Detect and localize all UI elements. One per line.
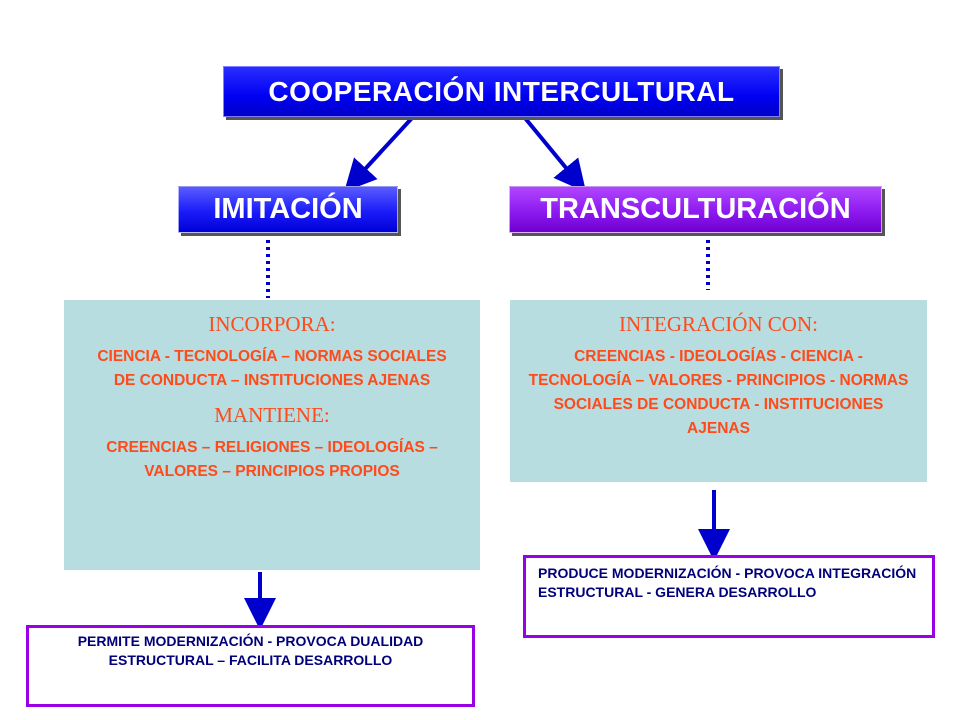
transculturacion-result-box: PRODUCE MODERNIZACIÓN - PROVOCA INTEGRAC… — [523, 555, 935, 638]
transculturacion-result-text: PRODUCE MODERNIZACIÓN - PROVOCA INTEGRAC… — [538, 565, 917, 600]
integracion-heading: INTEGRACIÓN CON: — [619, 312, 818, 336]
imitacion-result-text: PERMITE MODERNIZACIÓN - PROVOCA DUALIDAD… — [77, 633, 424, 668]
transculturacion-label: TRANSCULTURACIÓN — [540, 193, 851, 225]
imitacion-result-box: PERMITE MODERNIZACIÓN - PROVOCA DUALIDAD… — [26, 625, 475, 707]
title-text: COOPERACIÓN INTERCULTURAL — [268, 75, 735, 107]
mantiene-text: CREENCIAS – RELIGIONES – IDEOLOGÍAS – VA… — [106, 439, 438, 480]
title-box: COOPERACIÓN INTERCULTURAL — [223, 66, 780, 117]
mantiene-heading: MANTIENE: — [214, 403, 330, 427]
imitacion-box: IMITACIÓN — [178, 186, 398, 233]
integracion-text: CREENCIAS - IDEOLOGÍAS - CIENCIA - TECNO… — [528, 348, 909, 437]
arrow-to-imitacion — [344, 116, 414, 192]
arrow-to-transculturacion — [523, 116, 587, 193]
incorpora-text: CIENCIA - TECNOLOGÍA – NORMAS SOCIALES D… — [97, 348, 447, 389]
incorpora-heading: INCORPORA: — [208, 312, 336, 336]
transculturacion-panel: INTEGRACIÓN CON: CREENCIAS - IDEOLOGÍAS … — [510, 300, 927, 482]
transculturacion-box: TRANSCULTURACIÓN — [509, 186, 882, 233]
imitacion-label: IMITACIÓN — [213, 193, 363, 225]
imitacion-panel: INCORPORA: CIENCIA - TECNOLOGÍA – NORMAS… — [64, 300, 480, 570]
